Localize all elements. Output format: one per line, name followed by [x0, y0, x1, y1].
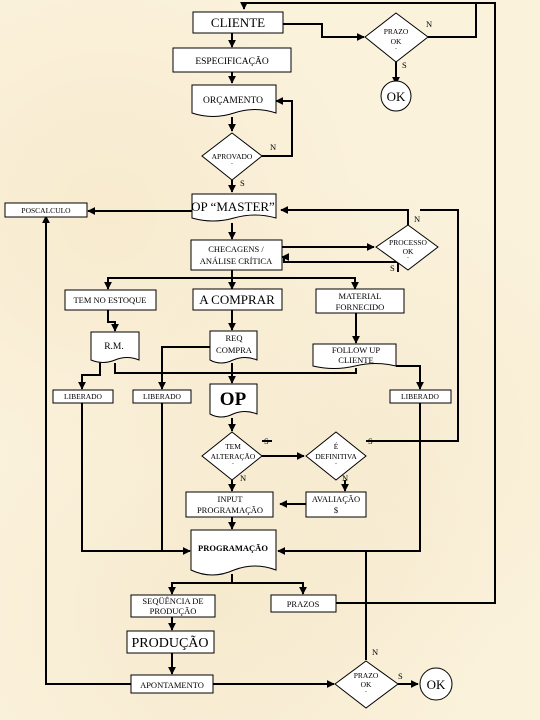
node-req: REQ COMPRA	[209, 330, 258, 364]
rm-label: R.M.	[104, 342, 124, 352]
sequencia-label-1: SEQÜÊNCIA DE	[142, 596, 203, 606]
node-avaliacao: AVALIAÇÃO $	[305, 491, 367, 518]
prazo-bottom-label-1: PRAZO	[354, 671, 379, 680]
processo-label-2: OK	[403, 247, 414, 256]
sequencia-label-2: PRODUÇÃO	[150, 606, 197, 616]
svg-text:`: `	[231, 161, 234, 170]
node-liberado-c: LIBERADO	[389, 389, 452, 404]
terminal-ok-top: OK	[380, 80, 412, 112]
node-material: MATERIAL FORNECIDO	[315, 288, 405, 314]
terminal-ok-bottom: OK	[419, 667, 453, 701]
avaliacao-label-2: $	[334, 505, 338, 515]
node-orcamento: ORÇAMENTO	[191, 84, 277, 117]
decision-processo: PROCESSO OK ` N S	[375, 214, 439, 273]
processo-yes-label: S	[390, 263, 395, 273]
tem-alt-label-1: TEM	[225, 442, 241, 451]
definitiva-label-1: É	[334, 441, 339, 451]
tem-alt-no-label: N	[240, 473, 246, 483]
decision-prazo-top: PRAZO OK ` N S	[364, 12, 432, 70]
apontamento-label: APONTAMENTO	[140, 680, 204, 690]
aprovado-label: APROVADO	[212, 152, 253, 161]
material-label-1: MATERIAL	[339, 291, 382, 301]
node-op: OP	[209, 383, 258, 418]
decision-definitiva: É DEFINITIVA ` S N	[305, 431, 373, 483]
definitiva-no-label: N	[342, 473, 348, 483]
input-label-1: INPUT	[217, 494, 243, 504]
node-follow-up: FOLLOW UP CLIENTE	[312, 343, 397, 369]
cliente-label: CLIENTE	[211, 15, 265, 30]
liberado-c-label: LIBERADO	[401, 392, 439, 401]
prazo-top-label-1: PRAZO	[384, 27, 409, 36]
checagens-label-1: CHECAGENS /	[208, 244, 264, 254]
svg-text:`: `	[407, 255, 410, 264]
node-tem-estoque: TEM NO ESTOQUE	[64, 289, 157, 311]
follow-label-2: CLIENTE	[338, 355, 373, 365]
definitiva-yes-label: S	[368, 436, 373, 446]
ok-top-label: OK	[387, 89, 406, 104]
prazo-top-no-label: N	[426, 19, 432, 29]
poscalculo-label: POSCALCULO	[21, 206, 71, 215]
prazo-bottom-yes-label: S	[398, 671, 403, 681]
input-label-2: PROGRAMAÇÃO	[197, 505, 263, 515]
decision-prazo-bottom: PRAZO OK ` N S	[334, 647, 403, 709]
especificacao-label: ESPECIFICAÇÃO	[195, 55, 269, 67]
a-comprar-label: A COMPRAR	[199, 292, 275, 307]
liberado-b-label: LIBERADO	[143, 392, 181, 401]
follow-label-1: FOLLOW UP	[332, 345, 381, 355]
prazo-bottom-no-label: N	[372, 647, 378, 657]
req-label-1: REQ	[226, 333, 243, 343]
node-checagens: CHECAGENS / ANÁLISE CRÍTICA	[190, 239, 283, 271]
prazo-top-yes-label: S	[402, 60, 407, 70]
op-master-label: OP “MASTER”	[191, 199, 275, 214]
prazo-top-label-2: OK	[391, 37, 402, 46]
node-a-comprar: A COMPRAR	[192, 288, 283, 311]
node-producao: PRODUÇÃO	[126, 630, 215, 654]
node-liberado-a: LIBERADO	[52, 389, 114, 404]
tem-alt-yes-label: S	[264, 436, 269, 446]
processo-label-1: PROCESSO	[389, 238, 428, 247]
decision-tem-alteracao: TEM ALTERAÇÃO ` S N	[201, 431, 269, 483]
op-label: OP	[220, 389, 247, 410]
connectors	[42, 1, 496, 688]
checagens-label-2: ANÁLISE CRÍTICA	[200, 256, 273, 266]
svg-text:`: `	[335, 461, 338, 470]
decision-aprovado: APROVADO ` N S	[201, 132, 276, 188]
avaliacao-label-1: AVALIAÇÃO	[312, 494, 360, 504]
node-cliente: CLIENTE	[192, 11, 284, 34]
node-rm: R.M.	[90, 331, 140, 363]
aprovado-yes-label: S	[240, 178, 245, 188]
programacao-label: PROGRAMAÇÃO	[198, 543, 268, 553]
liberado-a-label: LIBERADO	[64, 392, 102, 401]
svg-text:`: `	[365, 689, 368, 698]
node-liberado-b: LIBERADO	[132, 389, 192, 404]
node-input-programacao: INPUT PROGRAMAÇÃO	[185, 491, 274, 518]
tem-alt-label-2: ALTERAÇÃO	[211, 451, 256, 461]
node-op-master: OP “MASTER”	[191, 193, 277, 222]
prazos-label: PRAZOS	[287, 599, 320, 609]
definitiva-label-2: DEFINITIVA	[315, 452, 357, 461]
aprovado-no-label: N	[270, 142, 276, 152]
node-programacao: PROGRAMAÇÃO	[190, 529, 277, 576]
orcamento-label: ORÇAMENTO	[203, 96, 263, 106]
material-label-2: FORNECIDO	[336, 302, 385, 312]
req-label-2: COMPRA	[216, 345, 253, 355]
prazo-bottom-label-2: OK	[361, 680, 372, 689]
node-apontamento: APONTAMENTO	[130, 674, 214, 694]
node-sequencia: SEQÜÊNCIA DE PRODUÇÃO	[130, 594, 216, 618]
node-especificacao: ESPECIFICAÇÃO	[172, 47, 292, 73]
ok-bottom-label: OK	[427, 677, 446, 692]
processo-no-label: N	[414, 214, 420, 224]
tem-estoque-label: TEM NO ESTOQUE	[73, 295, 146, 305]
producao-label: PRODUÇÃO	[131, 635, 208, 651]
node-poscalculo: POSCALCULO	[4, 202, 88, 218]
svg-text:`: `	[395, 46, 398, 55]
node-prazos: PRAZOS	[270, 594, 337, 613]
svg-text:`: `	[232, 461, 235, 470]
